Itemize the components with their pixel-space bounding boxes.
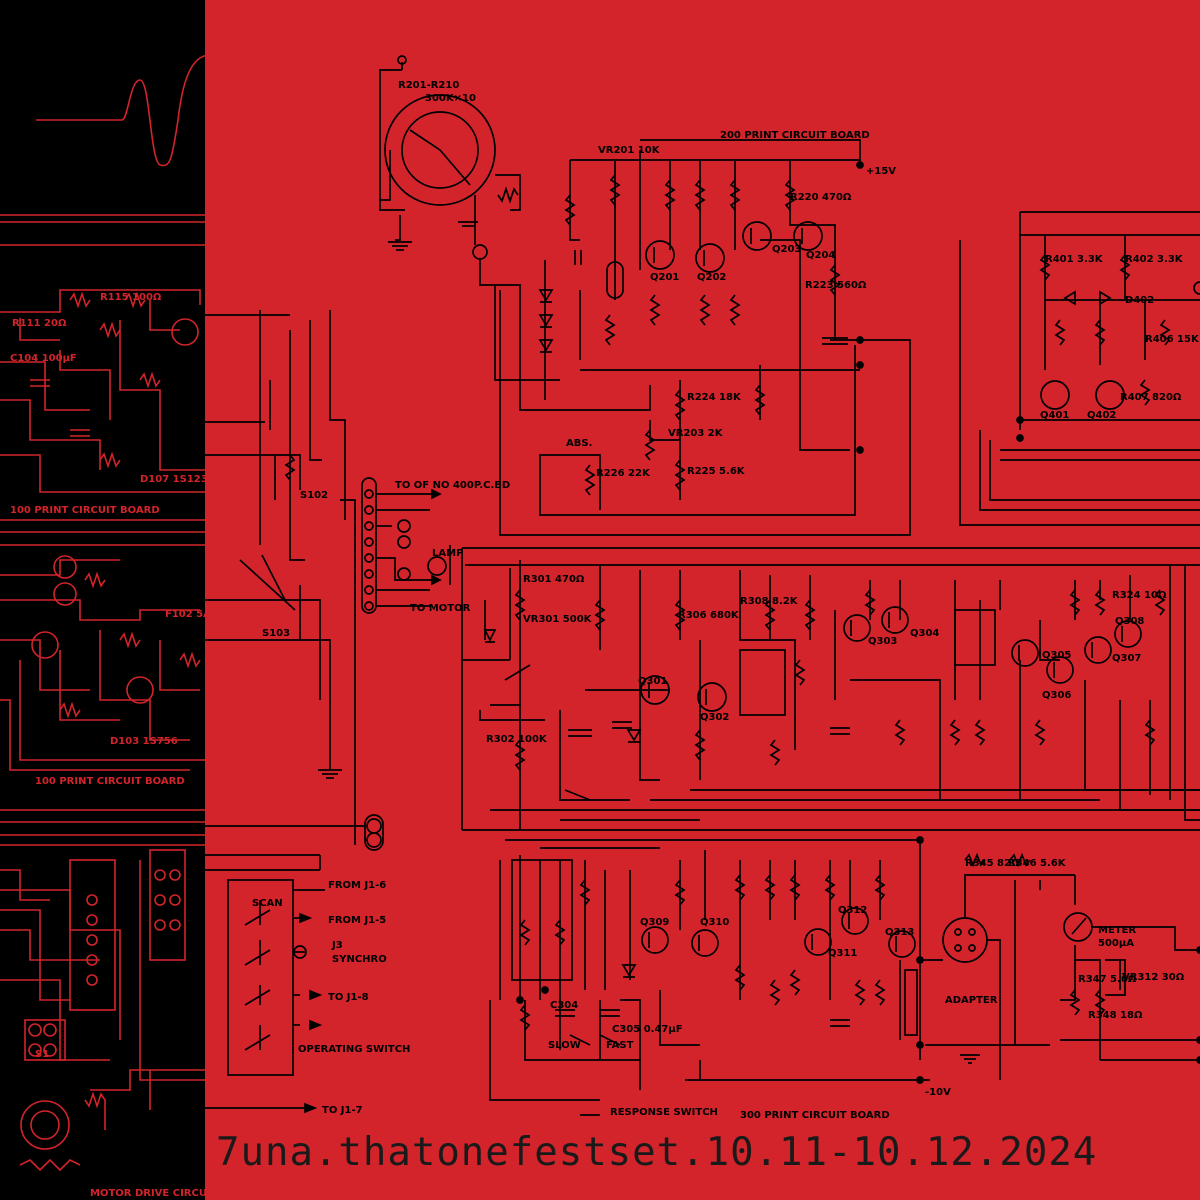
label-r324: R324 10Ω bbox=[1112, 590, 1167, 601]
label-s103: S103 bbox=[262, 628, 290, 639]
label-r346: R346 5.6K bbox=[1008, 858, 1067, 869]
label-lamp: LAMP bbox=[432, 548, 463, 559]
label-r224: R224 18K bbox=[687, 392, 742, 403]
label-r226: R226 22K bbox=[596, 468, 651, 479]
label-meter: METER bbox=[1098, 925, 1136, 936]
label-q402: Q402 bbox=[1087, 410, 1116, 421]
waveform bbox=[36, 54, 311, 167]
label-q203: Q203 bbox=[772, 244, 801, 255]
label-pcb-100-top: 100 PRINT CIRCUIT BOARD bbox=[10, 505, 160, 516]
label-s102: S102 bbox=[300, 490, 328, 501]
label-r345: R345 82Ω bbox=[965, 858, 1020, 869]
label-vr301: VR301 500K bbox=[523, 614, 593, 625]
label-q201: Q201 bbox=[650, 272, 679, 283]
label-q309: Q309 bbox=[640, 917, 669, 928]
label-to-motor: TO MOTOR bbox=[410, 603, 471, 614]
label-from-j1-5: FROM J1-5 bbox=[328, 915, 386, 926]
label-d107: D107 1S1234 bbox=[140, 474, 215, 485]
label-r407: R407 820Ω bbox=[1120, 392, 1182, 403]
label-r225: R225 5.6K bbox=[687, 466, 746, 477]
label-j3: J3 bbox=[331, 940, 343, 951]
label-vr312: VR312 30Ω bbox=[1122, 972, 1185, 983]
operating-switch-block bbox=[227, 879, 294, 1076]
label-c104: C104 100μF bbox=[10, 353, 77, 364]
label-r402: R402 3.3K bbox=[1125, 254, 1184, 265]
label-r308: R308 8.2K bbox=[740, 596, 799, 607]
label-abs: ABS. bbox=[566, 438, 592, 449]
label-q302: Q302 bbox=[700, 712, 729, 723]
schematic-labels: 200 PRINT CIRCUIT BOARD 300 PRINT CIRCUI… bbox=[162, 80, 1200, 1121]
label-slow: SLOW bbox=[548, 1040, 581, 1051]
label-operating-switch: OPERATING SWITCH bbox=[298, 1044, 410, 1055]
left-panel-labels: 100 PRINT CIRCUIT BOARD 100 PRINT CIRCUI… bbox=[10, 292, 218, 1199]
label-scan: SCAN bbox=[252, 898, 283, 909]
label-response-switch: RESPONSE SWITCH bbox=[610, 1107, 718, 1118]
label-r111: R111 20Ω bbox=[12, 318, 67, 329]
label-pcb-300: 300 PRINT CIRCUIT BOARD bbox=[740, 1110, 890, 1121]
label-q401: Q401 bbox=[1040, 410, 1069, 421]
label-to-j1-7: TO J1-7 bbox=[322, 1105, 363, 1116]
rotary-switch bbox=[384, 94, 496, 206]
label-vr201: VR201 10K bbox=[598, 145, 661, 156]
label-q305: Q305 bbox=[1042, 650, 1071, 661]
label-c304: C304 bbox=[550, 1000, 578, 1011]
label-q304: Q304 bbox=[910, 628, 939, 639]
label-r201: R201-R210 bbox=[398, 80, 459, 91]
label-r406: R406 15K bbox=[1145, 334, 1200, 345]
label-synchro: SYNCHRO bbox=[332, 954, 387, 965]
label-motor-drive: MOTOR DRIVE CIRCUIT bbox=[90, 1188, 218, 1199]
label-plus15v: +15V bbox=[866, 166, 896, 177]
label-q308: Q308 bbox=[1115, 616, 1144, 627]
label-d103: D103 1S756 bbox=[110, 736, 178, 747]
label-q310: Q310 bbox=[700, 917, 729, 928]
label-c305: C305 0.47μF bbox=[612, 1024, 683, 1035]
label-q306: Q306 bbox=[1042, 690, 1071, 701]
label-r223: R223 560Ω bbox=[805, 280, 867, 291]
label-vr203: VR203 2K bbox=[668, 428, 724, 439]
label-q312: Q312 bbox=[838, 905, 867, 916]
label-r348: R348 18Ω bbox=[1088, 1010, 1143, 1021]
label-q202: Q202 bbox=[697, 272, 726, 283]
label-pcb-100-bottom: 100 PRINT CIRCUIT BOARD bbox=[35, 776, 185, 787]
label-q307: Q307 bbox=[1112, 653, 1141, 664]
j1-connector bbox=[361, 477, 377, 614]
label-q313: Q313 bbox=[885, 927, 914, 938]
label-p2: P2 bbox=[162, 1104, 176, 1115]
label-f102: F102 5A bbox=[165, 609, 211, 620]
left-panel-schematic bbox=[0, 54, 370, 1172]
label-r301: R301 470Ω bbox=[523, 574, 585, 585]
label-meter-value: 500μA bbox=[1098, 938, 1134, 949]
label-r302: R302 100K bbox=[486, 734, 548, 745]
label-d402: D402 bbox=[1125, 295, 1154, 306]
label-to-j1-8: TO J1-8 bbox=[328, 992, 369, 1003]
red-area-schematic bbox=[205, 55, 1200, 1116]
label-minus10v: -10V bbox=[925, 1087, 951, 1098]
label-q311: Q311 bbox=[828, 948, 857, 959]
label-fast: FAST bbox=[606, 1040, 634, 1051]
label-r347: R347 5.6Ω bbox=[1078, 974, 1137, 985]
label-q204: Q204 bbox=[806, 250, 835, 261]
label-q301: Q301 bbox=[638, 676, 667, 687]
event-caption: 7una.thatonefestset.10.11-10.12.2024 bbox=[216, 1130, 1098, 1175]
label-r220: R220 470Ω bbox=[790, 192, 852, 203]
label-r115: R115 100Ω bbox=[100, 292, 162, 303]
label-from-j1-6: FROM J1-6 bbox=[328, 880, 386, 891]
label-pcb-200: 200 PRINT CIRCUIT BOARD bbox=[720, 130, 870, 141]
label-r201-val: 300K×10 bbox=[425, 93, 476, 104]
label-r401: R401 3.3K bbox=[1045, 254, 1104, 265]
label-adapter: ADAPTER bbox=[945, 995, 998, 1006]
label-r306: R306 680K bbox=[678, 610, 740, 621]
label-s1: S1 bbox=[35, 1049, 49, 1060]
label-q303: Q303 bbox=[868, 636, 897, 647]
adapter-socket bbox=[942, 917, 988, 963]
label-to-400pcbd: TO OF NO 400P.C.BD bbox=[395, 480, 510, 491]
